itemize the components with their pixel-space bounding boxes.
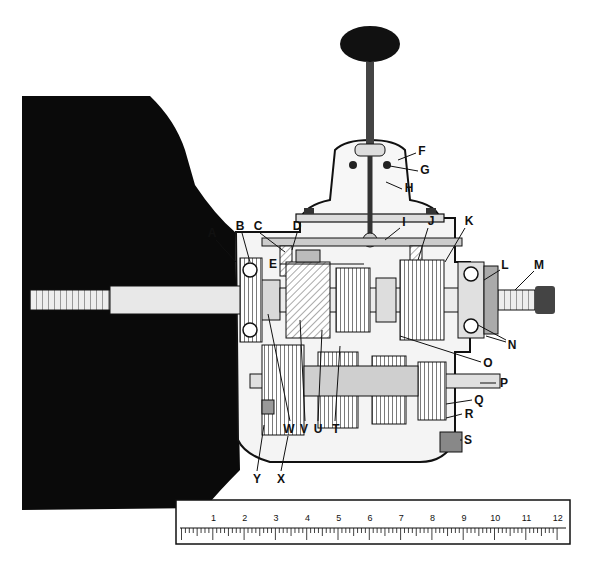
ruler-number: 1	[211, 514, 216, 523]
ruler-number: 10	[490, 514, 500, 523]
callout-letter: T	[332, 423, 339, 435]
callout-letter: D	[293, 220, 302, 232]
callout-letter: S	[464, 434, 472, 446]
callout-letter: E	[269, 258, 277, 270]
ruler-number: 8	[430, 514, 435, 523]
ruler-number: 12	[553, 514, 563, 523]
callout-letter: P	[500, 377, 508, 389]
ruler-number: 2	[242, 514, 247, 523]
callout-letter: L	[501, 259, 508, 271]
callout-letter: A	[208, 227, 217, 239]
callout-letter: U	[314, 423, 323, 435]
ruler-number: 9	[461, 514, 466, 523]
ruler-ticks	[182, 528, 558, 540]
callout-letter: H	[405, 182, 414, 194]
callout-letter: J	[428, 215, 435, 227]
ruler-number: 6	[367, 514, 372, 523]
ruler-number: 4	[305, 514, 310, 523]
callout-letter: F	[418, 145, 425, 157]
callout-letter: Q	[474, 394, 483, 406]
callout-letter: V	[300, 423, 308, 435]
callout-letter: Y	[253, 473, 261, 485]
callout-letter: M	[534, 259, 544, 271]
callout-letter: C	[254, 220, 263, 232]
ruler-number: 7	[399, 514, 404, 523]
ruler-number: 5	[336, 514, 341, 523]
callout-letter: K	[465, 215, 474, 227]
callout-letter: R	[465, 408, 474, 420]
callout-letter: G	[420, 164, 429, 176]
callout-letter: B	[236, 220, 245, 232]
callout-letter: I	[402, 216, 405, 228]
callout-letter: X	[277, 473, 285, 485]
callout-letter: O	[483, 357, 492, 369]
ruler-number: 11	[522, 514, 531, 523]
callout-letter: W	[283, 423, 294, 435]
callout-letter: N	[508, 339, 517, 351]
ruler-number: 3	[274, 514, 279, 523]
